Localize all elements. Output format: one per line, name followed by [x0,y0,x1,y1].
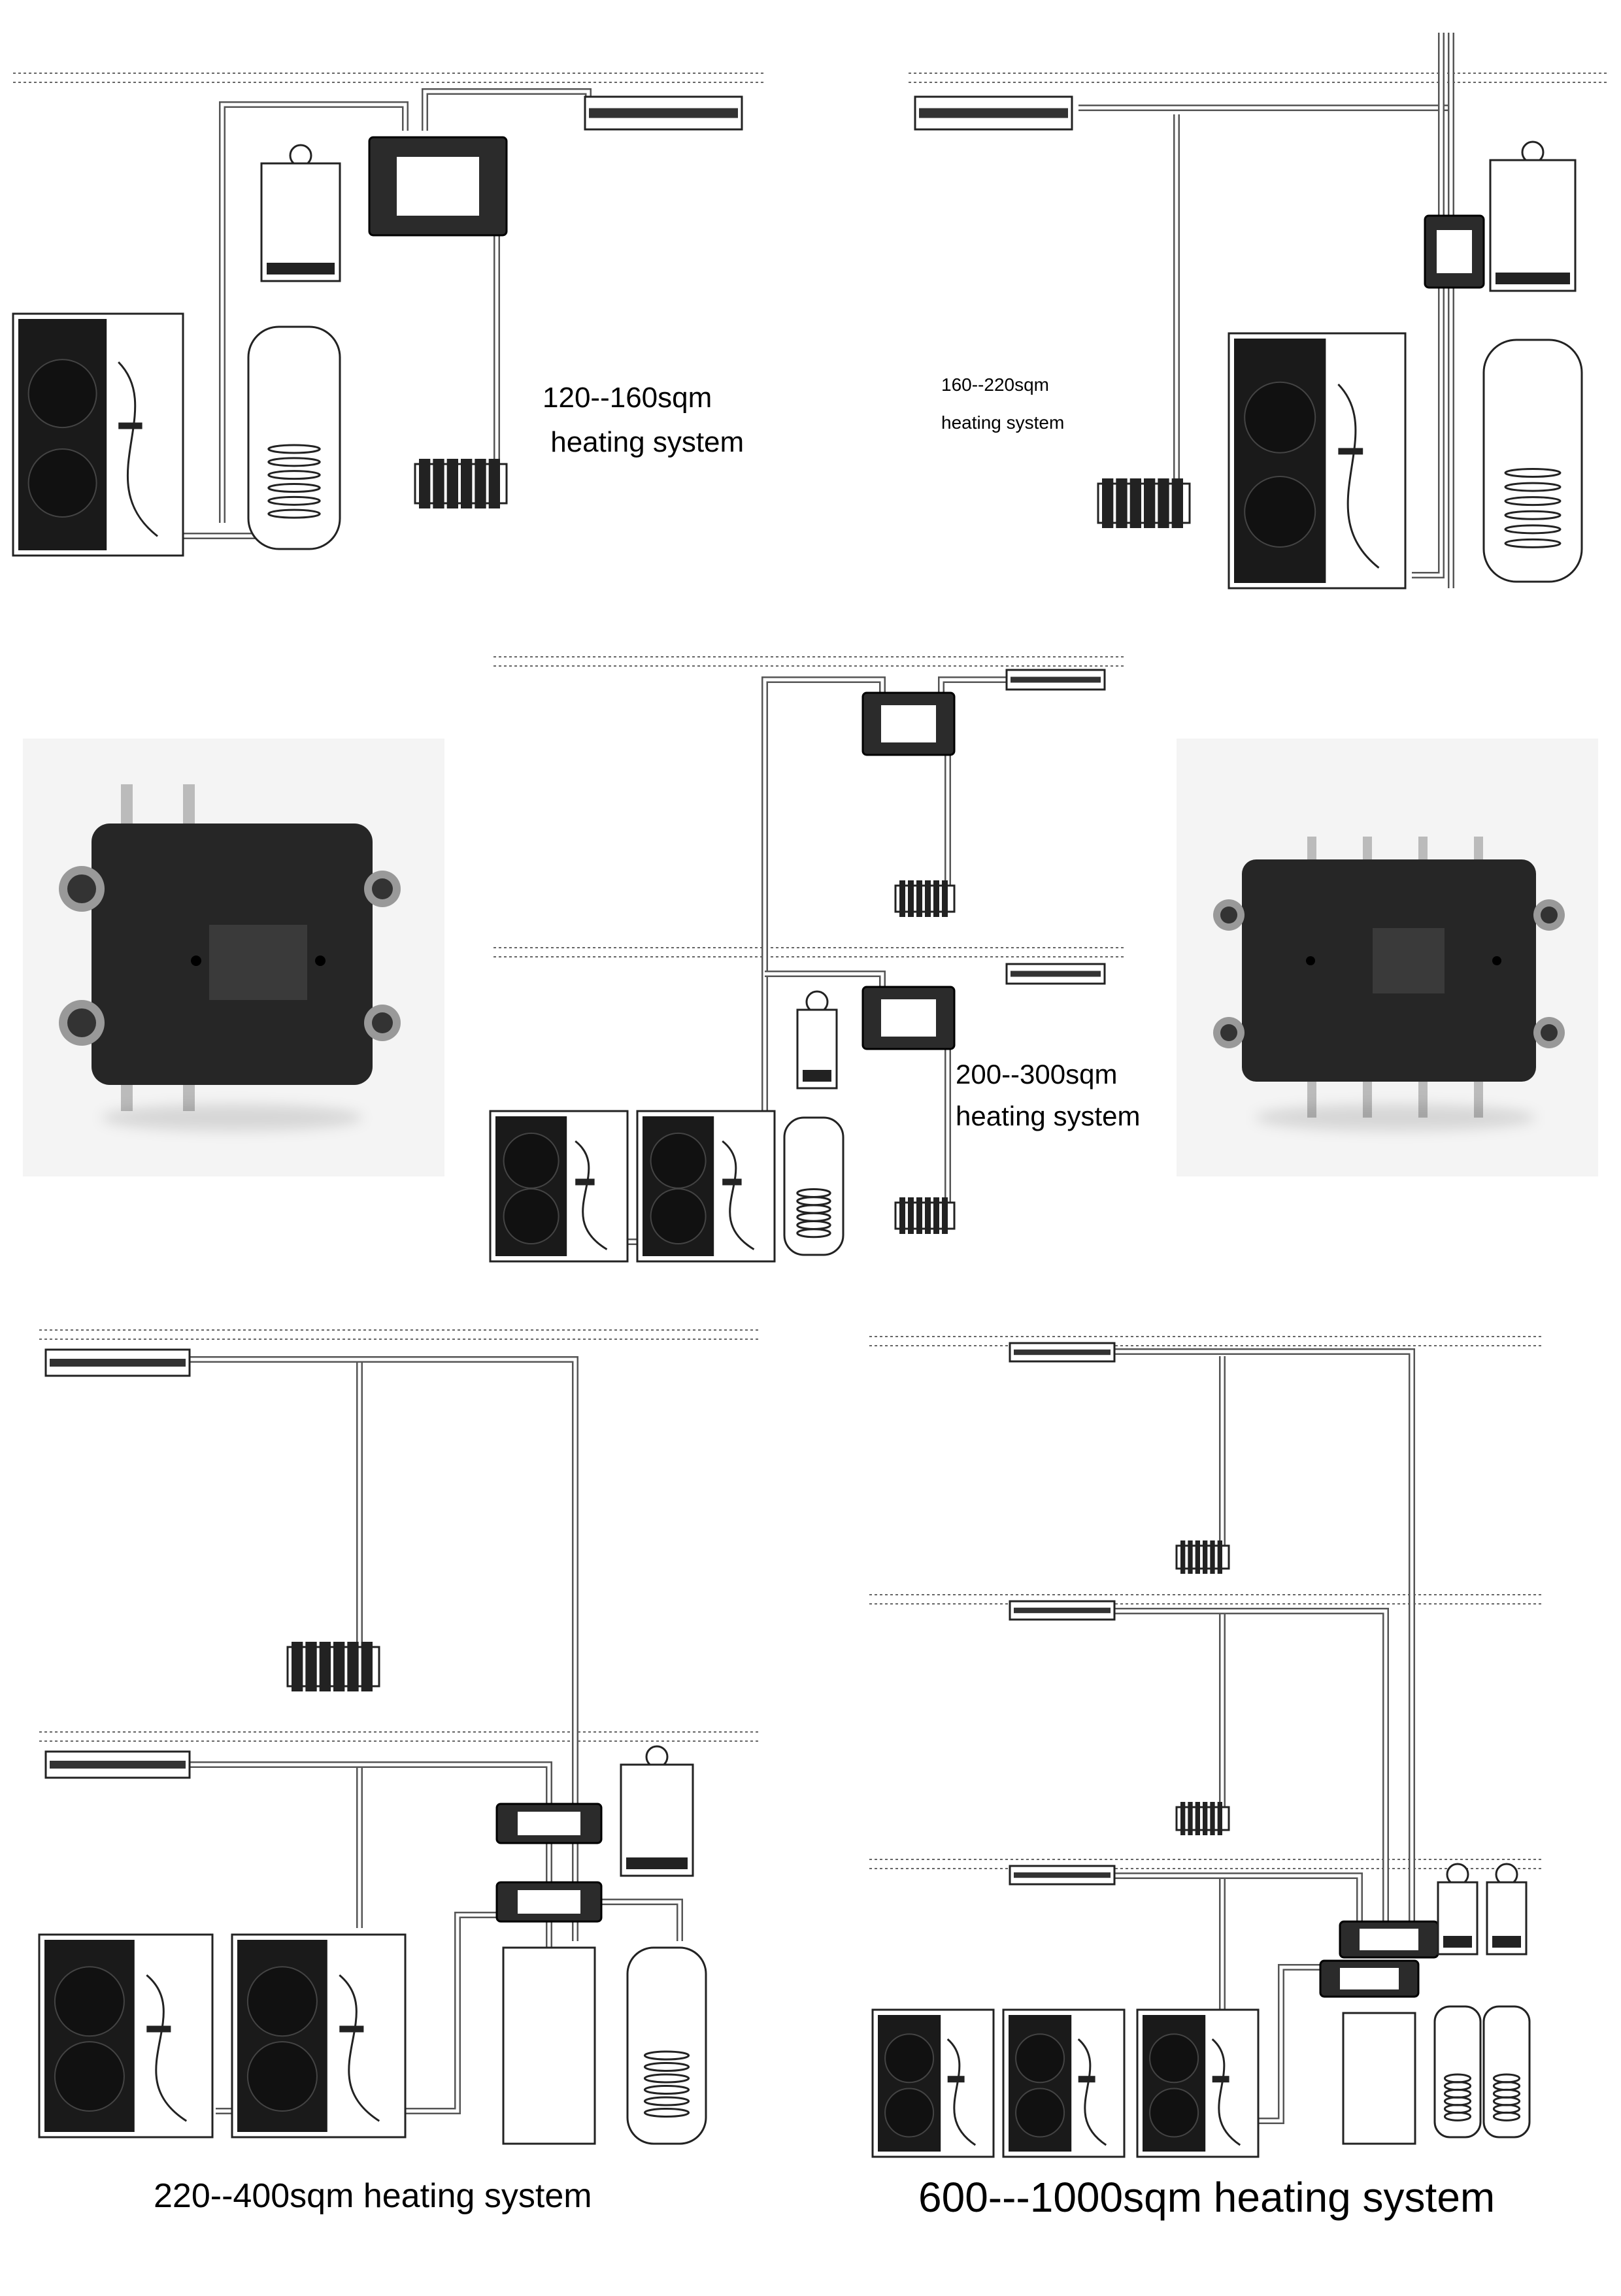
fan-coil-unit-icon [1009,1865,1116,1886]
hydraulic-separator-icon [59,784,401,1111]
fan-coil-unit-icon [584,95,743,131]
floor-heating-manifold-icon [414,459,508,508]
fan-coil-unit-icon [1005,963,1106,985]
hydraulic-hub-icon [1424,214,1485,289]
floor-heating-manifold-icon [894,1197,956,1234]
hydraulic-hub-icon [495,1881,603,1923]
pipe-run [761,676,886,1222]
fan-coil-unit-icon [1009,1600,1116,1621]
pipe-run [183,1356,578,1941]
water-tank-icon [1482,339,1583,583]
floor-heating-manifold-icon [1175,1540,1230,1574]
heat-pump-unit-icon [38,1933,214,2138]
heat-pump-unit-icon [489,1110,629,1263]
hydraulic-separator-photo-right [1177,739,1598,1176]
caption-120-160: 120--160sqm heating system [543,382,744,458]
ceiling-line [869,1859,1543,1869]
fan-coil-unit-icon [914,95,1073,131]
heat-pump-unit-icon [636,1110,776,1263]
ceiling-line [39,1731,758,1742]
storage-cabinet-icon [1342,2012,1416,2145]
ceiling-line [869,1594,1543,1605]
boiler-icon [1489,141,1577,292]
water-tank-icon [626,1946,707,2145]
heat-pump-unit-icon [1002,2008,1126,2158]
caption-220-400: 220--400sqm heating system [154,2177,592,2215]
heat-pump-unit-icon [1136,2008,1260,2158]
fan-coil-unit-icon [1009,1342,1116,1363]
heat-pump-unit-icon [12,312,184,557]
pipe-run [1105,1608,1389,1928]
floor-heating-manifold-icon [894,880,956,917]
heat-pump-unit-icon [871,2008,995,2158]
ceiling-line [39,1329,758,1340]
ceiling-line [493,947,1124,957]
hydraulic-separator-photo-left [23,739,444,1176]
hydraulic-hub-icon [368,136,508,237]
ceiling-line [493,656,1124,667]
hydraulic-separator-icon [1213,837,1565,1118]
pipe-run [1412,33,1445,578]
water-tank-icon [247,325,341,550]
hydraulic-hub-icon [1319,1959,1420,1998]
fan-coil-unit-icon [1005,669,1106,691]
pipe-run [183,1761,552,1948]
ceiling-line [869,1336,1543,1346]
floor-heating-manifold-icon [286,1642,380,1691]
boiler-icon [620,1745,694,1877]
caption-600-1000: 600---1000sqm heating system [918,2174,1496,2221]
hydraulic-hub-icon [495,1803,603,1844]
heat-pump-unit-icon [1228,332,1407,590]
hydraulic-hub-icon [1339,1920,1439,1959]
hydraulic-hub-icon [861,986,956,1050]
pipe-run [1105,1872,1363,1928]
water-tank-icon [1433,2005,1482,2138]
boiler-icon [260,144,341,282]
heat-pump-unit-icon [231,1933,407,2138]
fan-coil-unit-icon [44,1750,191,1779]
boiler-icon [796,990,838,1090]
boiler-icon [1437,1863,1479,1955]
ceiling-line [909,73,1608,83]
boiler-icon [1486,1863,1528,1955]
pipe-run [422,88,592,131]
floor-heating-manifold-icon [1175,1802,1230,1835]
pipe-run [219,101,409,523]
hydraulic-hub-icon [861,691,956,756]
ceiling-line [13,73,765,83]
floor-heating-manifold-icon [1097,478,1191,528]
pipe-run [1105,1348,1415,1928]
storage-cabinet-icon [502,1946,596,2145]
water-tank-icon [783,1116,844,1256]
fan-coil-unit-icon [44,1348,191,1377]
water-tank-icon [1482,2005,1531,2138]
pipe-run [601,1899,683,1941]
